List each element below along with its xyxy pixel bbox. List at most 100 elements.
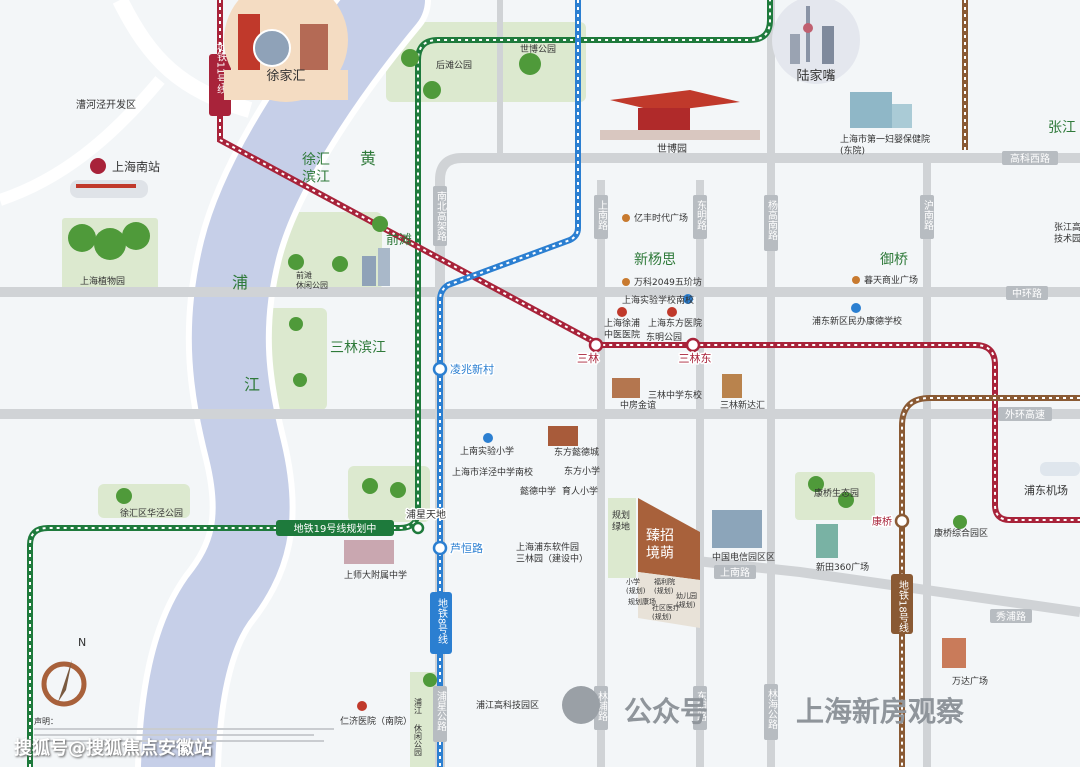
- label-line: 规划: [612, 509, 630, 521]
- tree-icon: [116, 488, 132, 504]
- tree-icon: [519, 53, 541, 75]
- poi-yude-middle: 懿德中学: [520, 485, 556, 497]
- label-line: 徐汇: [302, 152, 330, 168]
- disclaimer-line: [34, 734, 314, 736]
- road-label-zhonghuan: 中环路: [1012, 287, 1042, 300]
- tree-icon: [401, 49, 419, 67]
- china-pavilion: [600, 90, 760, 140]
- label-line: 境萌: [646, 546, 674, 562]
- line-8-badge-text: 地铁8号线: [436, 597, 448, 645]
- road-label-bg: [693, 686, 707, 730]
- label-line: 张江高: [1054, 221, 1080, 233]
- station-luheng-label: 芦恒路: [450, 542, 483, 555]
- poi-community-med: 社区医疗(规划): [652, 603, 680, 621]
- creek-west: [0, 76, 165, 206]
- tree-icon: [423, 673, 437, 687]
- xujiahui-building: [238, 14, 260, 70]
- line-8-pattern: [439, 0, 579, 767]
- poi-sports-plan: 规划康场: [628, 597, 656, 606]
- road-labels: 高科西路 中环路 外环高速 上南路 秀浦路 南北高架路 上南路 东明路 杨高南路…: [433, 151, 1058, 742]
- label-line: 滨江: [302, 170, 330, 186]
- poi-zhongfang: 中房金谊: [620, 399, 656, 411]
- xinda-building: [722, 374, 742, 398]
- road-label-gaoke-west: 高科西路: [1010, 152, 1050, 165]
- river-char-huang: 黄: [360, 149, 376, 168]
- mall-icon: [622, 214, 630, 222]
- school-icon: [483, 433, 493, 443]
- xujiahui-dome: [253, 29, 291, 67]
- train-icon: [70, 180, 148, 198]
- compass-ring: [41, 661, 87, 707]
- road-label-hunan: 沪南路: [922, 199, 934, 231]
- road-label-bg: [920, 195, 934, 239]
- qiantan-park-area: [262, 212, 382, 290]
- station-sanlin-east[interactable]: [685, 337, 701, 353]
- station-lingzhao[interactable]: [432, 361, 448, 377]
- station-puxing[interactable]: [411, 521, 425, 535]
- train-stripe: [76, 184, 136, 188]
- xujiahui-label-bg: [224, 70, 348, 100]
- compass: N: [41, 636, 87, 707]
- huangpu-river-water: [141, 0, 425, 767]
- station-sanlin[interactable]: [588, 337, 604, 353]
- poi-sanlin-xinda: 三林新达汇: [720, 399, 765, 411]
- district-lujiazui: 陆家嘴: [796, 68, 835, 84]
- label-line: 休闲公园: [414, 723, 423, 757]
- district-zhangjiang: 张江: [1048, 120, 1076, 136]
- wechat-label: 公众号: [624, 695, 709, 728]
- tree-icon: [372, 216, 388, 232]
- poi-software-park: 上海浦东软件园三林园（建设中）: [516, 541, 588, 564]
- road-label-yanggao: 杨高南路: [766, 199, 778, 241]
- tree-icon: [838, 492, 854, 508]
- label-line: 福利院: [654, 577, 675, 586]
- road-label-bg: [693, 195, 707, 239]
- tree-icon: [289, 317, 303, 331]
- poi-xuhui-hosp: 上海徐浦中医医院: [604, 317, 640, 340]
- qiantan-tower-2: [378, 248, 390, 286]
- poi-kangqiao-park: 康桥综合园区: [934, 527, 988, 539]
- label-line: (规划): [626, 586, 646, 595]
- telecom-building: [712, 510, 762, 548]
- xintian-building: [816, 524, 838, 558]
- pearl-ball: [803, 23, 813, 33]
- poi-green-plan: 规划绿地: [612, 509, 630, 532]
- school-icon: [683, 294, 693, 304]
- road-label-nanbei: 南北高架路: [435, 190, 447, 242]
- station-puxing-label: 浦星天地: [406, 508, 446, 521]
- station-luheng[interactable]: [432, 540, 448, 556]
- xujiahui-tower: [300, 24, 328, 70]
- road-label-bg: [998, 407, 1052, 421]
- poi-dongfang-primary: 东方小学: [564, 465, 600, 477]
- road-label-bg: [1006, 286, 1048, 300]
- road-label-puxing: 浦星公路: [435, 690, 447, 732]
- label-line: 休闲公园: [296, 280, 328, 290]
- poi-yangjing-middle: 上海市洋泾中学南校: [452, 466, 533, 478]
- road-label-bg: [433, 686, 447, 742]
- project-site[interactable]: [638, 498, 700, 628]
- road-label-dongming-s: 东明路: [695, 690, 707, 722]
- poi-telecom-park: 中国电信园区区: [712, 551, 775, 563]
- landmarks: 徐家汇 陆家嘴 世博园: [70, 0, 1080, 668]
- label-line: 上海浦东软件园: [516, 541, 579, 553]
- green-plan-strip: [608, 498, 636, 578]
- poi-dongfang-hosp: 上海东方医院: [648, 317, 702, 329]
- poi-xintian360: 新田360广场: [816, 561, 869, 573]
- tree-icon: [423, 81, 441, 99]
- road-label-bg: [433, 186, 447, 246]
- road-label-bg: [1002, 151, 1058, 165]
- poi-pujiang-park: 浦江休闲公园: [414, 697, 423, 757]
- line-19-badge: [276, 520, 394, 536]
- project-south-block: [638, 572, 700, 628]
- pavilion-base: [600, 130, 760, 140]
- poi-maternity: 上海市第一妇婴保健院(东院): [840, 133, 930, 156]
- district-xinyangsi: 新杨思: [634, 252, 676, 268]
- yuede-building: [548, 426, 578, 446]
- tree-icon: [122, 222, 150, 250]
- line-18: [899, 395, 1080, 767]
- district-labels: 黄 浦 江 徐汇滨江 前滩 三林滨江 新杨思 御桥 张江 漕河泾开发区: [76, 98, 1076, 394]
- station-kangqiao[interactable]: [894, 513, 910, 529]
- label-line: 绿地: [612, 520, 630, 532]
- poi-houtan: 后滩公园: [436, 59, 472, 71]
- disclaimer: 声明：: [34, 716, 334, 742]
